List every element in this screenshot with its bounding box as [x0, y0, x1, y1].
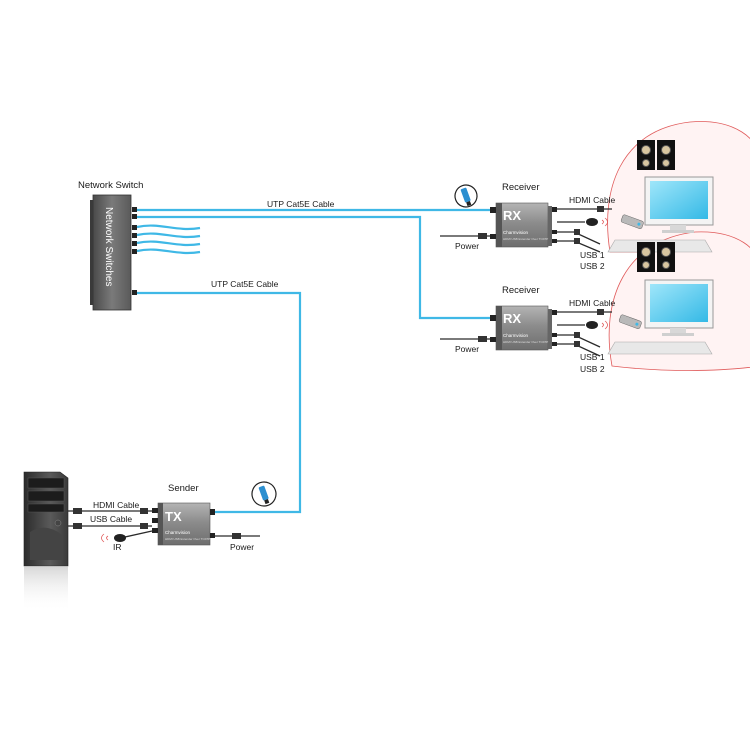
receiver-2-brand: Charmvision: [503, 333, 529, 338]
speaker-icon: [637, 140, 675, 170]
keyboard-icon-2: [607, 341, 713, 355]
receiver-2-usb1-label: USB 1: [580, 352, 605, 362]
sender-label: TX: [165, 509, 182, 524]
rj45-connector-icon: [454, 184, 478, 208]
receiver-1-label: RX: [503, 208, 521, 223]
remote-icon: [620, 214, 644, 229]
network-switch-panel-text: Network Switches: [103, 207, 114, 286]
speaker-icon-2: [637, 242, 675, 272]
receiver-1-hdmi-label: HDMI Cable: [569, 195, 616, 205]
pc-tower-icon: [23, 471, 69, 612]
receiver-1-title: Receiver: [502, 182, 540, 193]
sender-usb-label: USB Cable: [90, 514, 132, 524]
receiver-2-subtitle: HDMI USB Extender Over TCP/IP: [503, 340, 548, 344]
cat5e-cable-sender: [137, 291, 302, 514]
sender-title: Sender: [168, 483, 199, 494]
power-plug-icon: [478, 233, 487, 239]
cable-label-middle: UTP Cat5E Cable: [211, 279, 279, 289]
receiver-2-device: RX Charmvision HDMI USB Extender Over TC…: [490, 305, 557, 351]
receiver-2-title: Receiver: [502, 285, 540, 296]
sender-subtitle: HDMI USB Extender Over TCP/IP: [165, 537, 210, 541]
hdmi-plug-icon: [597, 206, 604, 212]
cable-label-top: UTP Cat5E Cable: [267, 199, 335, 209]
sender-ir-cable: [124, 530, 153, 538]
sender-brand: Charmvision: [165, 530, 191, 535]
ir-emitter-icon: [114, 534, 126, 542]
sender-power-label: Power: [230, 542, 254, 552]
sender-hdmi-label: HDMI Cable: [93, 500, 140, 510]
network-switch-icon: Network Switches: [90, 194, 137, 311]
receiver-2-label: RX: [503, 311, 521, 326]
receiver-2-power-label: Power: [455, 344, 479, 354]
sender-ir-label: IR: [113, 542, 122, 552]
receiver-1-brand: Charmvision: [503, 230, 529, 235]
ir-signal-icon: [601, 217, 608, 227]
sender-device: TX Charmvision HDMI USB Extender Over TC…: [152, 502, 215, 546]
switch-patch-cables: [136, 224, 201, 255]
receiver-1-usb1-label: USB 1: [580, 250, 605, 260]
rj45-connector-icon-sender: [251, 481, 277, 507]
network-switch-title: Network Switch: [78, 180, 143, 191]
receiver-1-usb2-label: USB 2: [580, 261, 605, 271]
receiver-1-power-label: Power: [455, 241, 479, 251]
ir-receiver-icon: [586, 218, 598, 226]
monitor-icon: [644, 176, 714, 233]
monitor-icon-2: [644, 279, 714, 336]
receiver-1-device: RX Charmvision HDMI USB Extender Over TC…: [490, 202, 557, 248]
receiver-1-subtitle: HDMI USB Extender Over TCP/IP: [503, 237, 548, 241]
receiver-2-usb2-label: USB 2: [580, 364, 605, 374]
cat5e-cable-top: [137, 208, 490, 320]
receiver-2-hdmi-label: HDMI Cable: [569, 298, 616, 308]
remote-icon-2: [618, 314, 642, 329]
ir-receiver-icon-2: [586, 321, 598, 329]
